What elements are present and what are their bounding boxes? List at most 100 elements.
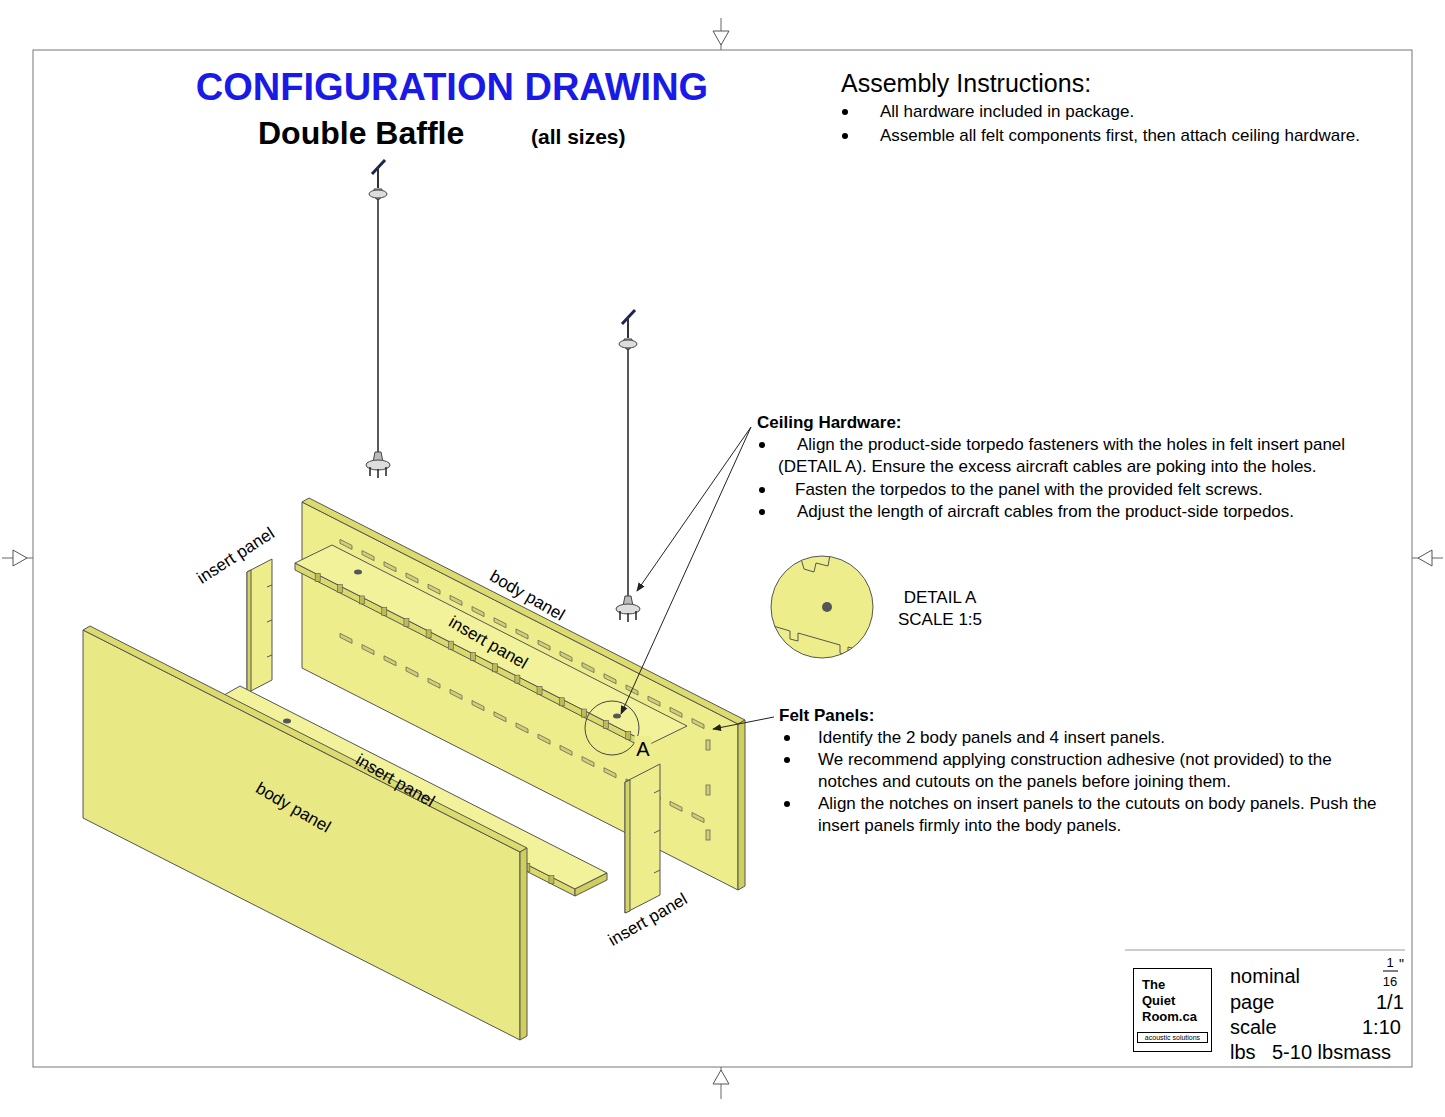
front-insert-panel	[575, 873, 607, 896]
panel-cutout	[706, 740, 710, 750]
front-insert-panel	[283, 719, 291, 724]
torpedo-hanger	[619, 611, 621, 620]
title-block-lines	[1125, 950, 1405, 951]
back-insert-panel	[295, 545, 687, 751]
detail-edge	[800, 555, 830, 572]
title-block-value: 1/1	[1376, 989, 1404, 1015]
panel-cutout	[692, 813, 704, 823]
sheet-frame	[1418, 550, 1432, 566]
back-insert-panel	[354, 570, 362, 575]
instruction-item: Fasten the torpedos to the panel with th…	[795, 479, 1263, 501]
panel-cutout	[706, 830, 710, 840]
front-body-panel	[83, 626, 527, 1040]
side-insert-panel	[247, 559, 272, 693]
sheet-frame	[33, 50, 1412, 1067]
panel-cutout	[384, 562, 396, 572]
panel-cutout	[560, 745, 572, 755]
instruction-item: Identify the 2 body panels and 4 insert …	[818, 727, 1165, 749]
detail-edge	[770, 625, 874, 655]
sheet-frame	[13, 550, 27, 566]
panel-cutout	[582, 757, 594, 767]
torpedo-hanger	[627, 613, 629, 622]
panel-cutout	[450, 595, 462, 605]
torpedo-hanger	[377, 469, 379, 478]
section-heading: Assembly Instructions:	[841, 67, 1091, 100]
title-block-value: "	[1399, 955, 1404, 973]
side-insert-panel	[654, 870, 660, 873]
bullet-dot	[759, 487, 765, 493]
front-body-panel	[520, 848, 527, 1040]
sheet-frame	[713, 1070, 729, 1084]
side-insert-panel	[654, 830, 660, 833]
insert-notch	[471, 653, 476, 661]
title-block-field: nominal	[1230, 963, 1300, 989]
panel-cutout	[560, 651, 572, 661]
torpedo-hanger	[627, 349, 629, 596]
insert-notch	[315, 573, 631, 739]
panel-cutout	[340, 633, 352, 643]
insert-notch	[559, 698, 564, 706]
insert-notch	[404, 619, 409, 627]
side-insert-panel	[625, 764, 660, 913]
bullet-dot	[842, 109, 848, 115]
section-heading: Felt Panels:	[779, 705, 874, 727]
subtitle-note: (all sizes)	[531, 123, 626, 150]
logo-tagline: acoustic solutions	[1137, 1032, 1208, 1043]
insert-notch	[537, 686, 542, 694]
panel-cutout	[494, 712, 506, 722]
panel-cutout	[692, 719, 704, 729]
torpedo-hanger	[619, 340, 637, 348]
section-heading: Ceiling Hardware:	[757, 412, 902, 434]
instruction-item: All hardware included in package.	[880, 101, 1134, 123]
instruction-item: We recommend applying construction adhes…	[818, 749, 1378, 793]
bullet-dot	[784, 735, 790, 741]
panel-cutout	[384, 656, 396, 666]
side-insert-panel	[247, 570, 251, 693]
panel-cutout	[648, 696, 660, 706]
insert-notch	[515, 675, 520, 683]
leader-line	[621, 427, 751, 714]
title-block-field: page	[1230, 989, 1275, 1015]
torpedo-hanger	[369, 190, 387, 198]
back-body-panel	[738, 720, 745, 890]
panel-cutout	[604, 768, 616, 778]
panel-cutout	[472, 607, 484, 617]
title-block-value: 1	[1386, 954, 1393, 971]
panel-cutout	[516, 629, 528, 639]
insert-notch	[448, 641, 453, 649]
detail-view: DETAIL A SCALE 1:5	[770, 555, 874, 659]
panel-cutout	[538, 640, 550, 650]
insert-notch	[315, 573, 320, 581]
title-block-value: 16	[1383, 973, 1397, 990]
instruction-item: Assemble all felt components first, then…	[880, 125, 1360, 147]
side-insert-panel	[247, 559, 272, 693]
panel-cutout	[472, 701, 484, 711]
panel-cutout	[406, 667, 418, 677]
torpedo-hanger	[369, 467, 371, 476]
leader-line	[713, 717, 774, 729]
side-insert-panel	[625, 780, 630, 913]
torpedo-hanger	[377, 199, 379, 452]
panel-cutout	[362, 551, 374, 561]
detail-callout-circle	[585, 701, 639, 755]
bullet-dot	[784, 757, 790, 763]
panel-cutout	[450, 689, 462, 699]
front-body-panel	[83, 630, 520, 1040]
detail-caption: DETAIL A SCALE 1:5	[890, 587, 990, 631]
title-block-lines	[1383, 971, 1398, 972]
sheet-frame	[2, 18, 1443, 1099]
insert-notch	[626, 732, 631, 740]
bullet-dot	[784, 801, 790, 807]
insert-notch	[337, 585, 342, 593]
torpedo-hanger	[377, 167, 379, 188]
panel-cutout	[604, 674, 616, 684]
drawing-title: CONFIGURATION DRAWING	[196, 63, 708, 112]
back-insert-panel	[613, 714, 621, 719]
logo-name: The Quiet Room.ca	[1142, 977, 1199, 1025]
title-block-value: 5-10 lbsmass	[1272, 1039, 1391, 1065]
torpedo-hanger	[616, 310, 640, 622]
torpedo-hanger	[366, 160, 390, 478]
title-block-field: scale	[1230, 1014, 1277, 1040]
insert-notch	[604, 720, 609, 728]
sheet-frame	[713, 31, 729, 45]
